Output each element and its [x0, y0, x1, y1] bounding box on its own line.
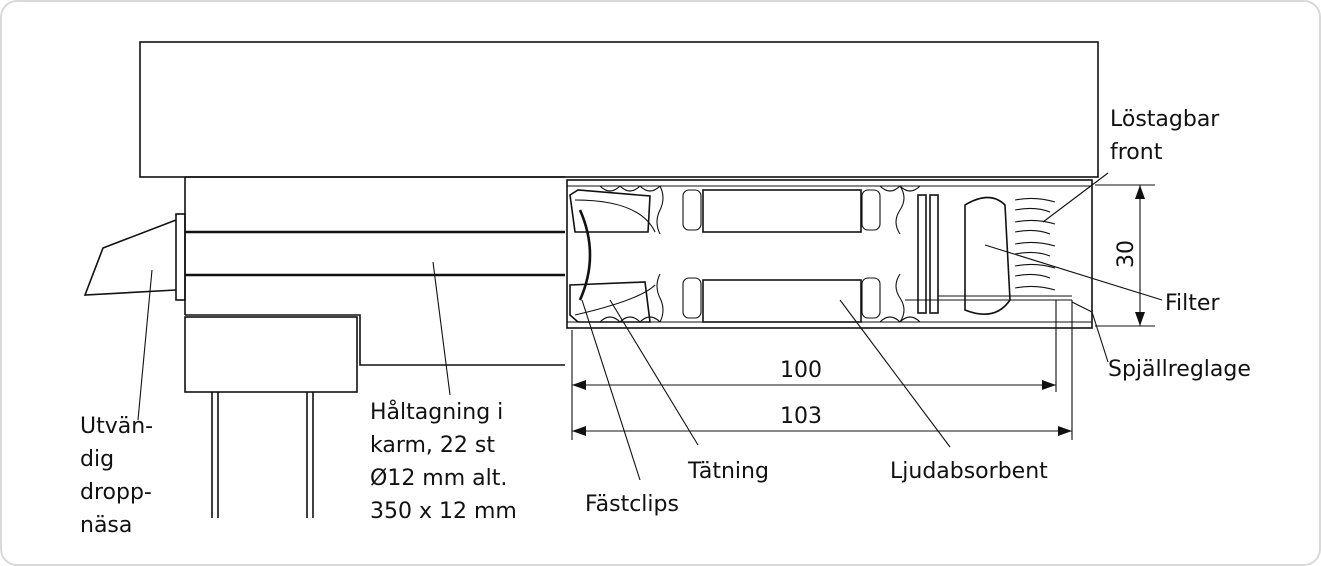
label-drip-nose: Utvän- dig dropp- näsa: [80, 414, 160, 538]
seal-bottom: [569, 281, 651, 323]
clip-curve: [578, 209, 592, 301]
label-seal: Tätning: [687, 459, 769, 484]
clip-arms: [574, 199, 656, 316]
absorbent-top: [702, 189, 862, 233]
drip-nose: [83, 213, 186, 301]
dimension-103: [572, 300, 1073, 440]
label-sound-absorbent: Ljudabsorbent: [890, 459, 1048, 484]
label-damper-control: Spjällreglage: [1108, 357, 1251, 382]
dimension-height-label: 30: [1114, 240, 1139, 268]
damper: [905, 194, 1072, 314]
wall-section: [139, 41, 1099, 178]
front-fins: [1014, 197, 1056, 291]
label-removable-front: Löstagbar front: [1110, 107, 1226, 165]
dimension-height: [1095, 184, 1155, 327]
dimension-100-label: 100: [780, 358, 822, 383]
leader-lines: [137, 172, 1163, 481]
seal-top: [569, 189, 651, 233]
dimension-103-label: 103: [780, 404, 822, 429]
label-frame-holes: Håltagning i karm, 22 st Ø12 mm alt. 350…: [370, 399, 517, 524]
label-mounting-clips: Fästclips: [585, 492, 679, 517]
label-filter: Filter: [1165, 291, 1220, 316]
filter-element: [964, 196, 1011, 316]
dimension-100: [571, 300, 1057, 440]
absorbent-bottom: [702, 279, 862, 323]
